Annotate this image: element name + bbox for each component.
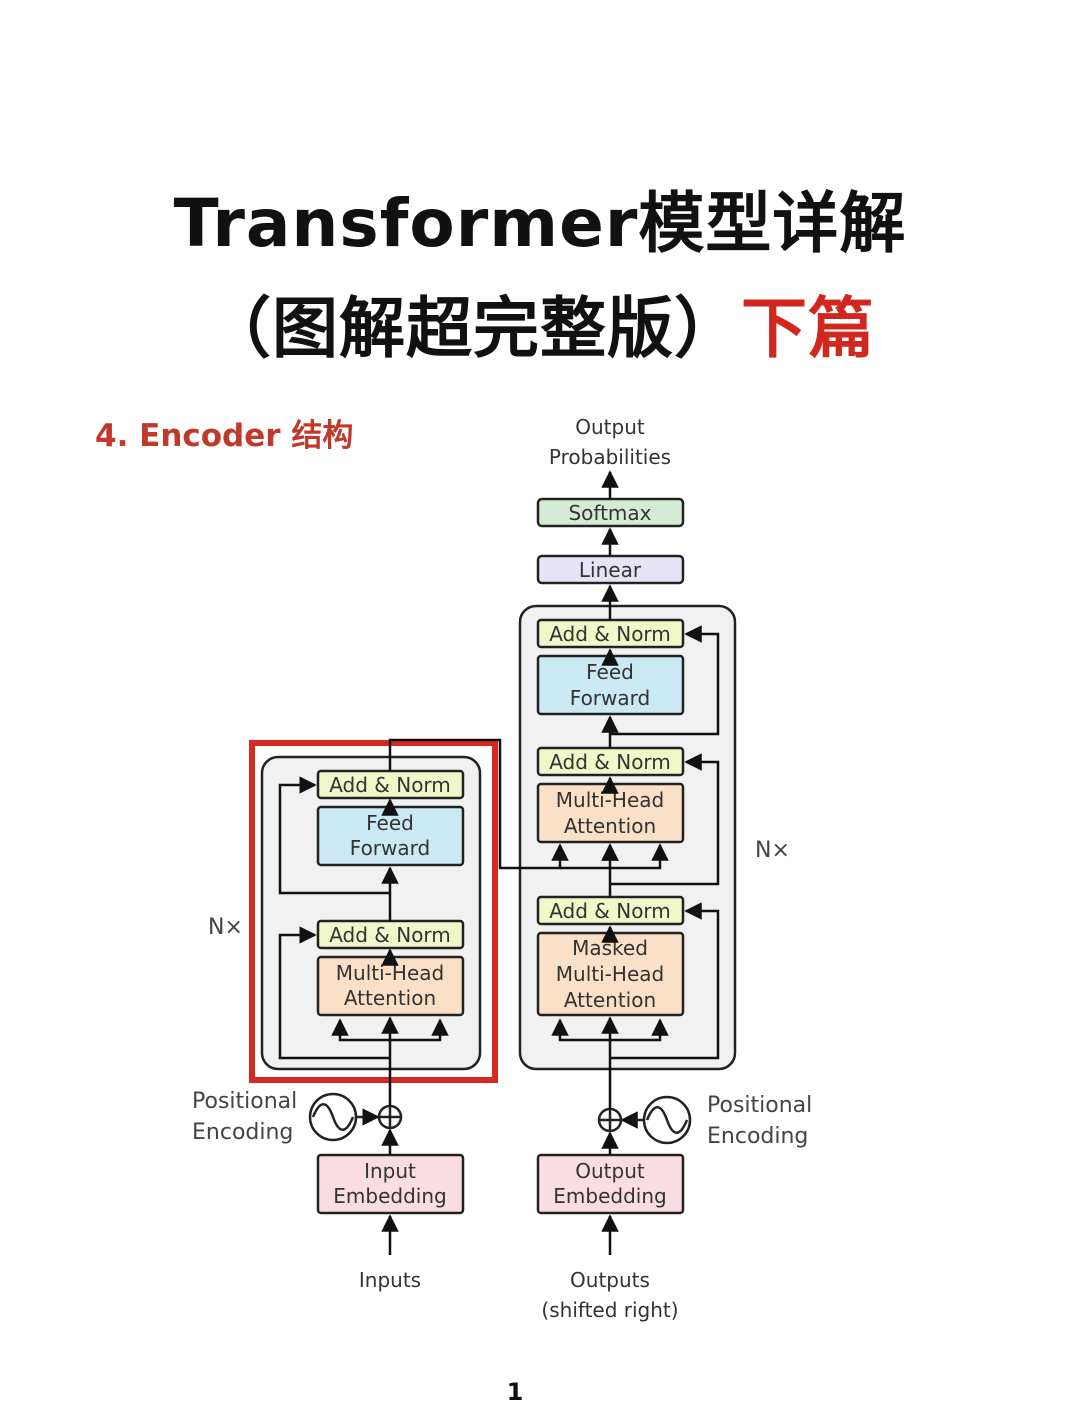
title-main-1: Transformer模型详解 (173, 185, 907, 262)
decoder-add-symbol (597, 1107, 623, 1133)
output-probabilities-label-1: Output (575, 415, 645, 439)
linear-box: Linear (536, 554, 685, 585)
encoder-positional-label-2: Encoding (192, 1120, 293, 1145)
box-label: Multi-Head (556, 962, 664, 986)
encoder-feed-forward: Feed Forward (316, 805, 465, 867)
decoder-nx-label: N× (755, 838, 790, 863)
decoder-add-norm-top: Add & Norm (536, 618, 685, 649)
decoder-feed-forward: Feed Forward (536, 654, 685, 716)
box-label: Add & Norm (549, 622, 671, 646)
box-label: Attention (564, 988, 656, 1012)
box-label: Add & Norm (549, 750, 671, 774)
box-label: Input (364, 1159, 416, 1183)
section-heading: 4. Encoder 结构 (95, 418, 354, 454)
encoder-positional-label-1: Positional (192, 1089, 297, 1114)
outputs-label-2: (shifted right) (541, 1298, 678, 1322)
encoder-add-norm-bottom: Add & Norm (316, 919, 465, 950)
softmax-box: Softmax (536, 497, 685, 528)
box-label: Multi-Head (336, 961, 444, 985)
page-title-line-1: Transformer模型详解 (0, 170, 1080, 266)
inputs-label: Inputs (359, 1268, 421, 1292)
encoder-add-symbol (377, 1104, 403, 1130)
box-label: Attention (344, 986, 436, 1010)
decoder-positional-label-2: Encoding (707, 1124, 808, 1149)
box-label: Embedding (333, 1184, 446, 1208)
decoder-multi-head-attention: Multi-Head Attention (536, 782, 685, 844)
box-label: Add & Norm (549, 899, 671, 923)
decoder-positional-label-1: Positional (707, 1093, 812, 1118)
diagram-connections (278, 470, 720, 1255)
box-label: Embedding (553, 1184, 666, 1208)
box-label: Attention (564, 814, 656, 838)
box-label: Softmax (568, 501, 651, 525)
box-label: Output (575, 1159, 645, 1183)
box-label: Forward (570, 686, 650, 710)
box-label: Linear (579, 558, 642, 582)
decoder-masked-multi-head-attention: Masked Multi-Head Attention (536, 931, 685, 1017)
output-embedding-box: Output Embedding (536, 1153, 685, 1215)
title-highlight: 下篇 (741, 290, 875, 367)
decoder-add-norm-bottom: Add & Norm (536, 895, 685, 926)
encoder-nx-label: N× (208, 915, 243, 940)
decoder-positional-encoding-icon (620, 1095, 692, 1145)
page-number: 1 (506, 1378, 524, 1406)
outputs-label-1: Outputs (570, 1268, 650, 1292)
output-probabilities-label-2: Probabilities (549, 445, 671, 469)
encoder-multi-head-attention: Multi-Head Attention (316, 955, 465, 1017)
box-label: Feed (366, 811, 414, 835)
encoder-highlight-frame (249, 740, 498, 1083)
encoder-positional-encoding-icon (308, 1092, 380, 1142)
box-label: Forward (350, 836, 430, 860)
box-label: Multi-Head (556, 788, 664, 812)
page-title-line-2: （图解超完整版）下篇 (0, 275, 1080, 371)
encoder-stack (260, 755, 482, 1071)
encoder-add-norm-top: Add & Norm (316, 769, 465, 800)
title-main-2: （图解超完整版） (205, 290, 741, 367)
box-label: Masked (572, 936, 648, 960)
input-embedding-box: Input Embedding (316, 1153, 465, 1215)
decoder-add-norm-middle: Add & Norm (536, 746, 685, 777)
box-label: Add & Norm (329, 923, 451, 947)
box-label: Add & Norm (329, 773, 451, 797)
box-label: Feed (586, 660, 634, 684)
